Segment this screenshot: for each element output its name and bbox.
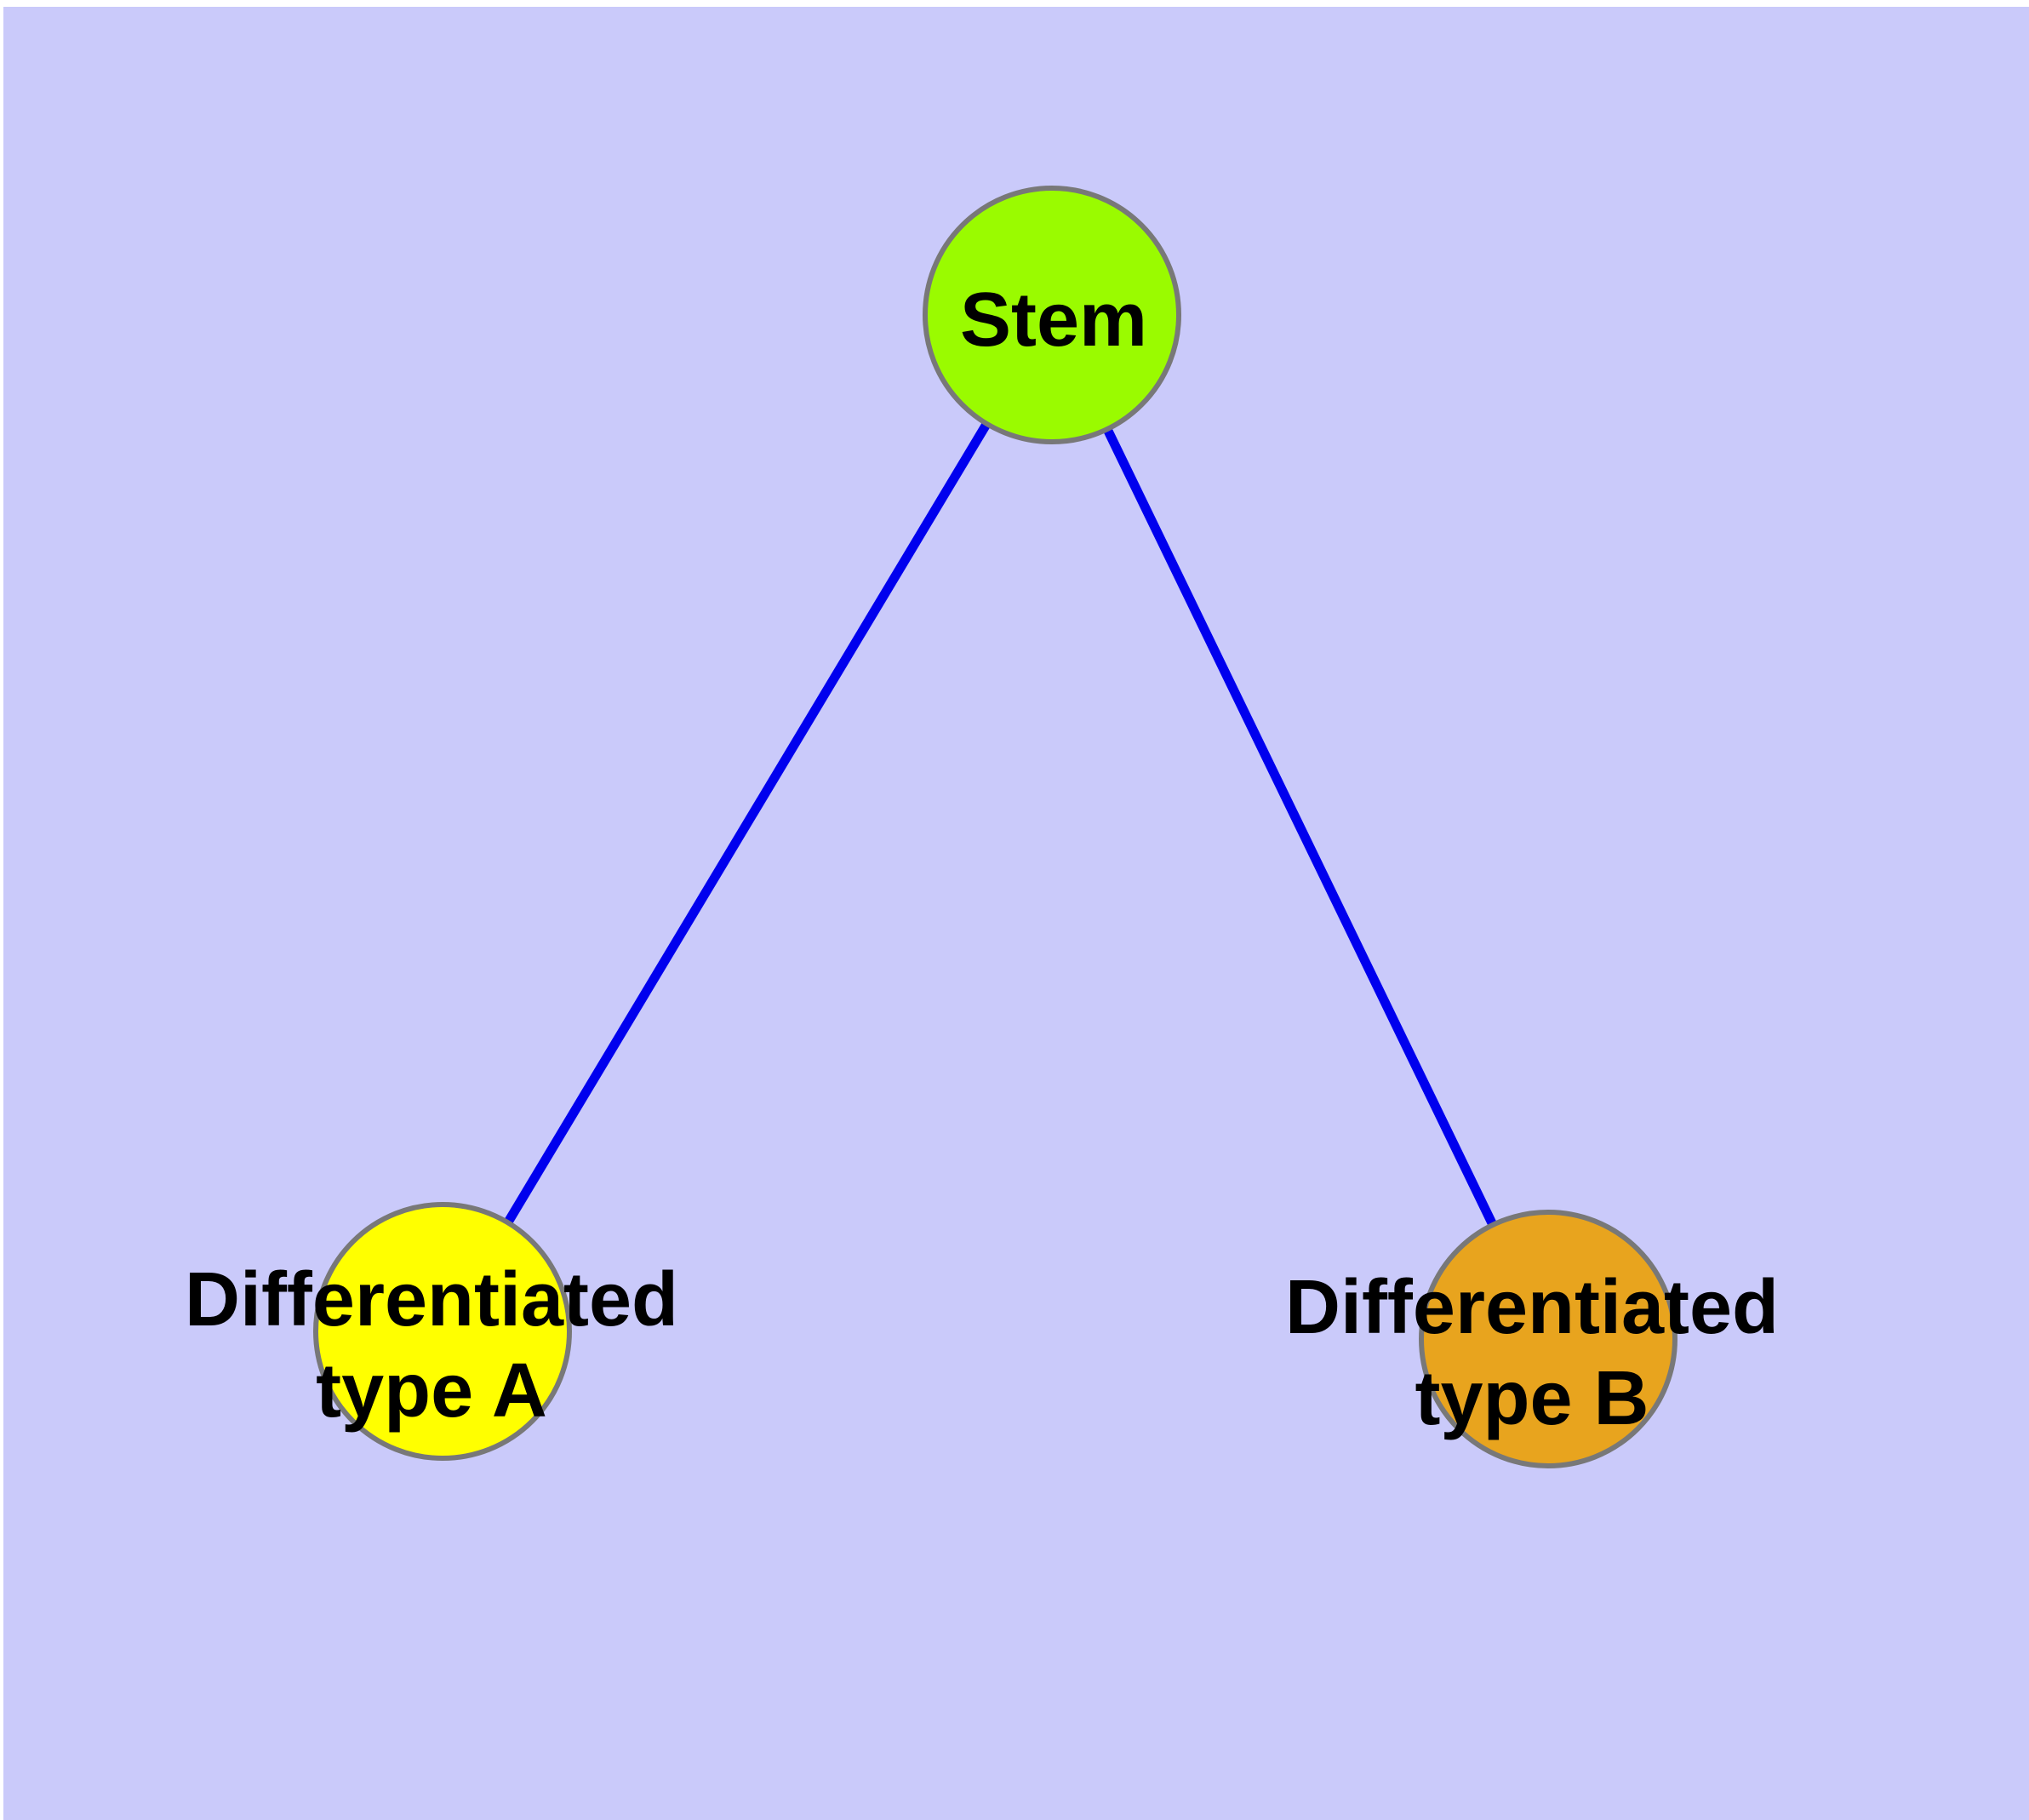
node-label-type-b-line2: type B <box>1415 1356 1649 1441</box>
node-label-type-a-line2: type A <box>316 1348 547 1434</box>
node-stem <box>923 186 1181 444</box>
node-label-type-b-line1: Differentiated <box>1285 1265 1779 1350</box>
node-label-type-a-line1: Differentiated <box>185 1257 678 1342</box>
node-differentiated-type-b <box>1419 1210 1677 1468</box>
node-differentiated-type-a <box>313 1202 572 1461</box>
node-label-stem: Stem <box>960 278 1147 363</box>
edge-stem-to-type-b <box>1048 312 1552 1342</box>
edge-stem-to-type-a <box>438 312 1056 1334</box>
